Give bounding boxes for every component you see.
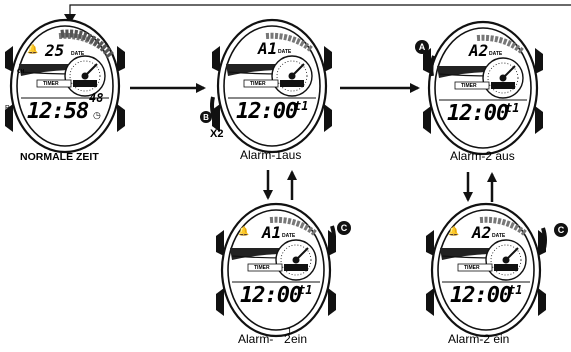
- caption-normal-time: NORMALE ZEIT: [20, 151, 99, 163]
- main-top-value: 25: [44, 41, 64, 60]
- watch-normal-time: 🔔 25 DATE TIMER CH P 12:58 48 ◷: [5, 20, 125, 152]
- clock-icon: ◷: [93, 110, 101, 120]
- a-badge: [415, 40, 429, 54]
- alarm1-on-top-value: A1: [261, 223, 281, 242]
- b-badge: [200, 111, 212, 123]
- alarm1-on-time: 12:00: [240, 283, 302, 308]
- alarm2-off-suffix: t1: [505, 101, 519, 115]
- caption-alarm1-off: Alarm-1aus: [240, 148, 301, 162]
- caption-alarm2-on: Alarm-2 ein: [448, 332, 509, 346]
- alarm1-on-suffix: t1: [298, 283, 312, 297]
- button-b-indicator: B X2: [200, 96, 223, 140]
- main-timer-label: TIMER: [43, 81, 59, 87]
- button-c-indicator-alarm1: C: [330, 221, 351, 251]
- flow-arrows: [64, 4, 571, 202]
- alarm2-on-bell-icon: 🔔: [448, 226, 459, 236]
- alarm2-on-time: 12:00: [450, 283, 512, 308]
- caption-alarm2-off: Alarm-2 aus: [450, 149, 515, 163]
- c-badge-alarm2: [554, 223, 568, 237]
- alarm1-off-time: 12:00: [236, 99, 298, 124]
- caption-alarm1-on-mid: 2: [284, 332, 291, 346]
- watch-alarm1-on: 🔔 A1 DATE TIMER 12:00 t1: [216, 204, 336, 336]
- a-letter: A: [419, 42, 426, 52]
- main-left-letter: P: [5, 105, 10, 112]
- caption-alarm1-on-suffix: ein: [291, 332, 307, 346]
- main-side-label: CH: [17, 69, 25, 75]
- loop-back-line: [69, 4, 571, 18]
- alarm1-on-bell-icon: 🔔: [238, 226, 249, 236]
- b-letter: B: [203, 113, 209, 122]
- watch-alarm2-on: 🔔 A2 DATE TIMER 12:00 t1: [426, 204, 546, 336]
- b-count: X2: [210, 128, 223, 140]
- alarm1-on-timer-label: TIMER: [254, 265, 270, 271]
- alarm2-off-top-value: A2: [468, 41, 488, 60]
- alarm1-on-top-label: DATE: [282, 233, 296, 239]
- caption-alarm1-on-digit: 1: [287, 326, 292, 336]
- main-time: 12:58: [27, 99, 89, 124]
- button-a-indicator: A: [415, 40, 436, 77]
- alarm2-off-timer-label: TIMER: [461, 83, 477, 89]
- alarm2-on-suffix: t1: [508, 283, 522, 297]
- alarm1-off-timer-label: TIMER: [250, 81, 266, 87]
- alarm2-on-timer-label: TIMER: [464, 265, 480, 271]
- loop-back-arrowhead: [64, 14, 76, 24]
- alarm2-off-time: 12:00: [447, 101, 509, 126]
- alarm1-off-suffix: t1: [294, 99, 308, 113]
- c-letter-alarm2: C: [558, 225, 565, 235]
- alarm2-on-top-value: A2: [471, 223, 491, 242]
- watch-alarm2-off: A2 DATE TIMER 12:00 t1: [423, 22, 543, 154]
- alarm2-off-top-label: DATE: [489, 51, 503, 57]
- c-letter-alarm1: C: [341, 223, 348, 233]
- button-c-indicator-alarm2: C: [541, 223, 568, 253]
- alarm1-off-top-label: DATE: [278, 49, 292, 55]
- alarm1-off-top-value: A1: [257, 39, 277, 58]
- main-seconds: 48: [89, 91, 103, 105]
- watch-alarm1-off: A1 DATE TIMER 12:00 t1: [212, 20, 332, 152]
- bell-icon: 🔔: [27, 44, 38, 54]
- caption-alarm1-on: Alarm- 1 2 ein: [238, 326, 307, 346]
- main-top-label: DATE: [71, 51, 85, 57]
- alarm2-on-top-label: DATE: [492, 233, 506, 239]
- c-badge-alarm1: [337, 221, 351, 235]
- caption-alarm1-on-prefix: Alarm-: [238, 332, 273, 346]
